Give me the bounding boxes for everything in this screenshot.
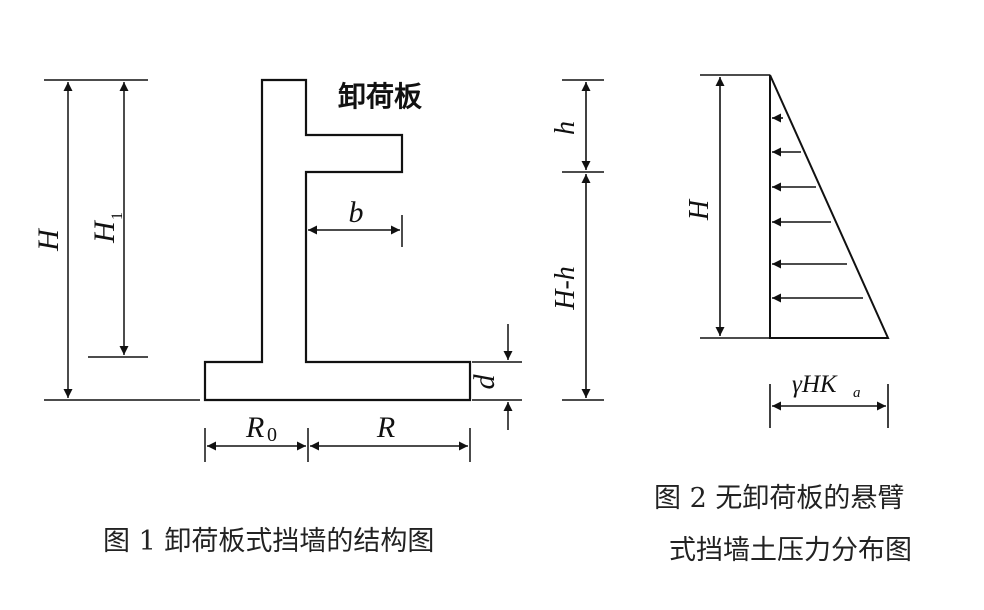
label-h1: H 1 — [88, 212, 126, 244]
figure-2-caption-line-2: 式挡墙土压力分布图 — [669, 535, 912, 566]
svg-text:0: 0 — [267, 424, 277, 446]
pressure-triangle — [769, 74, 890, 339]
label-r0: R 0 — [245, 411, 277, 446]
svg-text:a: a — [853, 385, 861, 401]
figure-1-structure — [44, 78, 522, 462]
figure-2-caption-line-1: 图 2 无卸荷板的悬臂 — [654, 483, 904, 514]
svg-text:γHK: γHK — [792, 371, 838, 398]
svg-text:1: 1 — [109, 212, 126, 220]
label-d: d — [468, 374, 501, 390]
label-h-small: h — [550, 121, 581, 135]
svg-text:R: R — [245, 411, 264, 444]
label-h-pressure: H — [684, 198, 715, 221]
figure-1-caption: 图 1 卸荷板式挡墙的结构图 — [103, 526, 434, 557]
figure-2-pressure — [562, 74, 890, 428]
label-h-minus-h: H-h — [550, 266, 581, 311]
label-b: b — [349, 196, 364, 229]
wall-outline — [203, 78, 472, 402]
label-r: R — [376, 411, 395, 444]
label-h: H — [32, 227, 65, 252]
svg-text:H: H — [88, 219, 121, 244]
label-pressure-magnitude: γHK a — [792, 371, 861, 401]
relief-plate-label: 卸荷板 — [338, 80, 422, 113]
